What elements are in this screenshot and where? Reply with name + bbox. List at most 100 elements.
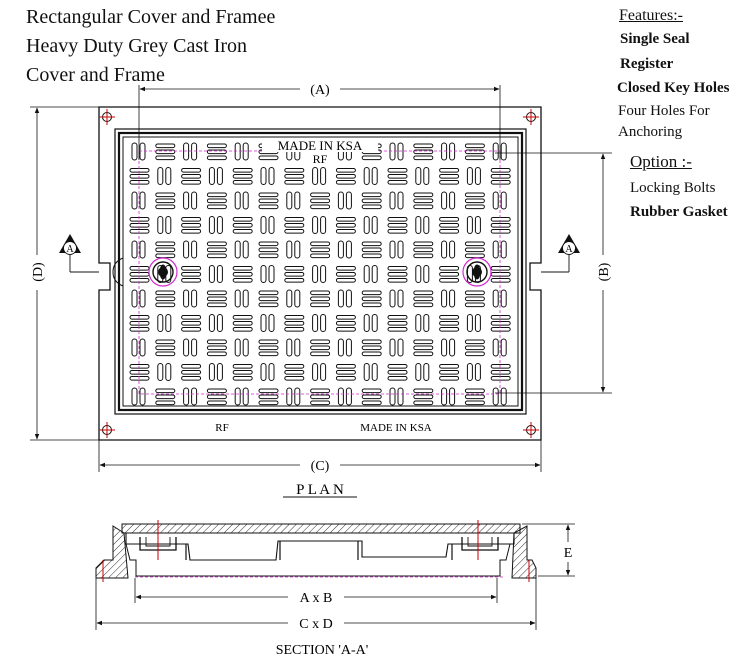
tread-slot bbox=[165, 314, 172, 332]
tread-slot bbox=[320, 167, 327, 185]
tread-slot bbox=[345, 289, 352, 308]
tread-slot bbox=[206, 290, 227, 296]
tread-slot bbox=[449, 191, 456, 210]
tread-slot bbox=[286, 387, 293, 406]
tread-slot bbox=[131, 338, 138, 357]
tread-slot bbox=[294, 338, 301, 357]
tread-slot bbox=[206, 143, 227, 149]
tread-slot bbox=[320, 216, 327, 234]
tread-slot bbox=[310, 290, 331, 296]
tread-slot bbox=[492, 387, 499, 406]
tread-slot bbox=[397, 240, 404, 259]
tread-slot bbox=[310, 302, 331, 308]
key-hole-left bbox=[148, 257, 178, 287]
tread-slot bbox=[335, 315, 356, 320]
tread-slot bbox=[258, 302, 279, 308]
tread-slot bbox=[490, 321, 511, 326]
tread-slot bbox=[387, 321, 408, 326]
tread-slot bbox=[183, 191, 190, 210]
tread-slot bbox=[206, 198, 227, 204]
tread-slot bbox=[183, 387, 190, 406]
tread-slot bbox=[206, 394, 227, 400]
tread-slot bbox=[439, 217, 460, 222]
tread-slot bbox=[131, 240, 138, 259]
tread-slot bbox=[181, 321, 202, 326]
tread-slot bbox=[129, 321, 150, 326]
tread-slot bbox=[312, 265, 319, 283]
tread-slot bbox=[268, 363, 275, 381]
tread-slot bbox=[371, 167, 378, 185]
tread-slot bbox=[183, 240, 190, 259]
tread-slot bbox=[423, 216, 430, 234]
tread-slot bbox=[258, 345, 279, 351]
tread-slot bbox=[335, 364, 356, 369]
tread-slot bbox=[361, 351, 382, 357]
tread-slot bbox=[129, 370, 150, 375]
tread-slot bbox=[310, 192, 331, 198]
tread-slot bbox=[492, 338, 499, 357]
tread-slot bbox=[415, 363, 422, 381]
option-heading: Option :- bbox=[630, 152, 692, 171]
tread-slot bbox=[139, 142, 146, 161]
tread-slot bbox=[284, 223, 305, 228]
tread-slot bbox=[464, 204, 485, 210]
tread-slot bbox=[181, 168, 202, 173]
tread-slot bbox=[413, 198, 434, 204]
tread-slot bbox=[415, 265, 422, 283]
tread-slot bbox=[397, 387, 404, 406]
tread-slot bbox=[232, 217, 253, 222]
tread-slot bbox=[208, 265, 215, 283]
anchor-hole-bottom-left bbox=[99, 422, 115, 438]
tread-slot bbox=[129, 278, 150, 283]
tread-slot bbox=[284, 321, 305, 326]
frame-mark-rf: RF bbox=[215, 422, 228, 434]
tread-slot bbox=[232, 321, 253, 326]
tread-slot bbox=[310, 388, 331, 394]
tread-slot bbox=[335, 168, 356, 173]
cover-mark-rf: RF bbox=[313, 152, 328, 166]
tread-slot bbox=[206, 400, 227, 406]
tread-slot bbox=[415, 167, 422, 185]
tread-slot bbox=[387, 376, 408, 381]
tread-slot bbox=[320, 265, 327, 283]
tread-slot bbox=[464, 394, 485, 400]
tread-slot bbox=[439, 229, 460, 234]
tread-slot bbox=[129, 272, 150, 277]
tread-slot bbox=[387, 180, 408, 185]
tread-slot bbox=[464, 155, 485, 161]
tread-slot bbox=[335, 321, 356, 326]
tread-slot bbox=[413, 400, 434, 406]
feature-item-single-seal: Single Seal bbox=[620, 31, 690, 47]
tread-slot bbox=[286, 289, 293, 308]
feature-item-anchoring: Anchoring bbox=[618, 124, 683, 140]
tread-slot bbox=[466, 314, 473, 332]
tread-slot bbox=[335, 223, 356, 228]
tread-slot bbox=[500, 289, 507, 308]
tread-slot bbox=[335, 278, 356, 283]
tread-slot bbox=[413, 253, 434, 259]
tread-slot bbox=[155, 253, 176, 259]
tread-slot bbox=[155, 296, 176, 302]
tread-slot bbox=[387, 272, 408, 277]
tread-slot bbox=[492, 289, 499, 308]
tread-slot bbox=[415, 216, 422, 234]
anchor-hole-bottom-right bbox=[523, 422, 539, 438]
tread-slot bbox=[397, 338, 404, 357]
tread-slot bbox=[294, 240, 301, 259]
tread-slot bbox=[413, 143, 434, 149]
cover-mark-made-in: MADE IN KSA bbox=[278, 138, 363, 153]
anchor-hole-top-left bbox=[99, 109, 115, 125]
tread-slot bbox=[260, 216, 267, 234]
tread-slot bbox=[139, 387, 146, 406]
tread-slot bbox=[312, 363, 319, 381]
tread-slot bbox=[129, 327, 150, 332]
tread-slot bbox=[129, 266, 150, 271]
tread-slot bbox=[260, 167, 267, 185]
tread-slot bbox=[464, 351, 485, 357]
tread-slot bbox=[206, 351, 227, 357]
tread-slot bbox=[268, 265, 275, 283]
tread-slot bbox=[310, 247, 331, 253]
plan-caption: P L A N bbox=[296, 482, 344, 498]
tread-slot bbox=[387, 217, 408, 222]
feature-item-four-holes: Four Holes For bbox=[618, 103, 710, 119]
